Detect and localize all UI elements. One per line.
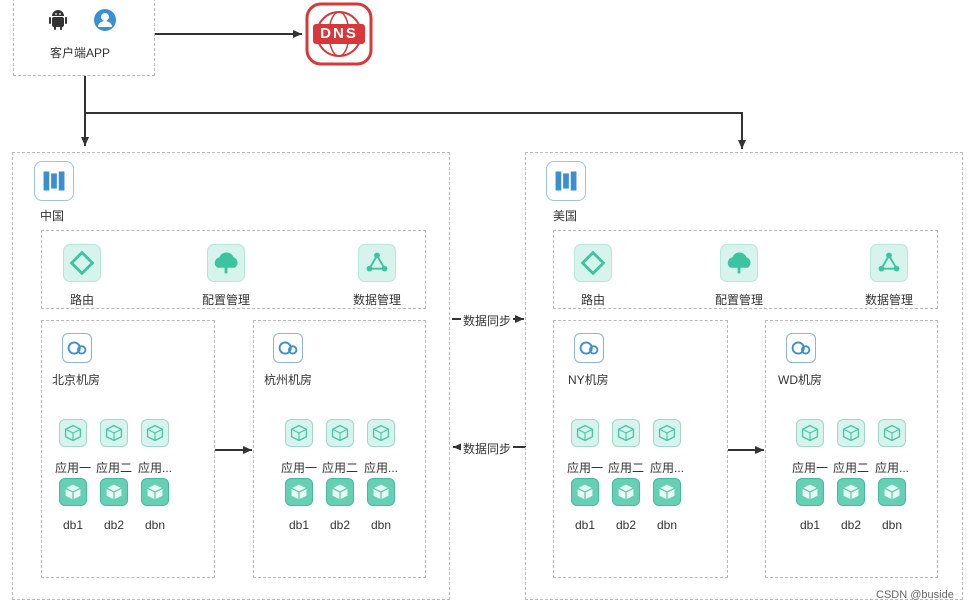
client-to-us-arrow bbox=[85, 112, 746, 149]
dns-icon: DNS bbox=[305, 2, 373, 66]
database-icon bbox=[59, 478, 87, 506]
us-route-label: 路由 bbox=[580, 293, 606, 307]
china-config-icon bbox=[207, 244, 245, 282]
us-config-icon bbox=[720, 244, 758, 282]
china-services-box bbox=[41, 230, 426, 309]
app-label: 应用二 bbox=[832, 461, 870, 475]
app-icon bbox=[612, 419, 640, 447]
app-label: 应用... bbox=[874, 461, 910, 475]
region-china-label: 中国 bbox=[40, 209, 65, 223]
database-icon bbox=[141, 478, 169, 506]
app-icon bbox=[141, 419, 169, 447]
room-wd bbox=[765, 320, 938, 578]
app-icon bbox=[326, 419, 354, 447]
room-ny-icon bbox=[574, 333, 604, 363]
room-beijing-icon bbox=[62, 333, 92, 363]
database-label: db2 bbox=[103, 518, 125, 532]
sync-to-us-label: 数据同步 bbox=[461, 312, 514, 329]
room-ny-label: NY机房 bbox=[568, 373, 609, 387]
app-icon bbox=[837, 419, 865, 447]
china-data-mgmt-label: 数据管理 bbox=[352, 293, 402, 307]
app-label: 应用一 bbox=[791, 461, 829, 475]
database-icon bbox=[653, 478, 681, 506]
app-label: 应用二 bbox=[95, 461, 133, 475]
room-beijing bbox=[41, 320, 215, 578]
china-data-mgmt-icon bbox=[358, 244, 396, 282]
database-label: db1 bbox=[62, 518, 84, 532]
app-label: 应用一 bbox=[54, 461, 92, 475]
region-china bbox=[12, 152, 450, 600]
database-label: db2 bbox=[615, 518, 637, 532]
database-label: db2 bbox=[840, 518, 862, 532]
database-icon bbox=[612, 478, 640, 506]
room-hangzhou-icon bbox=[273, 333, 303, 363]
room-ny bbox=[553, 320, 728, 578]
app-label: 应用... bbox=[649, 461, 685, 475]
database-label: db1 bbox=[574, 518, 596, 532]
app-icon bbox=[653, 419, 681, 447]
database-icon bbox=[571, 478, 599, 506]
app-icon bbox=[285, 419, 313, 447]
app-label: 应用... bbox=[363, 461, 399, 475]
room-hangzhou bbox=[253, 320, 426, 578]
database-label: dbn bbox=[881, 518, 903, 532]
database-icon bbox=[285, 478, 313, 506]
database-icon bbox=[796, 478, 824, 506]
app-label: 应用二 bbox=[607, 461, 645, 475]
room-wd-icon bbox=[786, 333, 816, 363]
region-us bbox=[525, 152, 963, 600]
database-label: db1 bbox=[288, 518, 310, 532]
watermark: CSDN @buside bbox=[876, 589, 954, 601]
database-icon bbox=[100, 478, 128, 506]
region-us-label: 美国 bbox=[553, 209, 578, 223]
region-china-icon bbox=[34, 161, 74, 201]
us-data-mgmt-label: 数据管理 bbox=[864, 293, 914, 307]
app-label: 应用... bbox=[137, 461, 173, 475]
us-data-mgmt-icon bbox=[870, 244, 908, 282]
app-icon bbox=[367, 419, 395, 447]
app-label: 应用一 bbox=[280, 461, 318, 475]
china-route-label: 路由 bbox=[69, 293, 95, 307]
user-icon bbox=[93, 8, 117, 32]
app-icon bbox=[878, 419, 906, 447]
region-us-icon bbox=[546, 161, 586, 201]
database-icon bbox=[326, 478, 354, 506]
app-icon bbox=[796, 419, 824, 447]
database-label: dbn bbox=[144, 518, 166, 532]
dns-label: DNS bbox=[320, 25, 358, 42]
china-route-icon bbox=[63, 244, 101, 282]
room-hangzhou-label: 杭州机房 bbox=[264, 373, 313, 387]
app-icon bbox=[571, 419, 599, 447]
client-app-label: 客户端APP bbox=[50, 46, 111, 60]
app-label: 应用二 bbox=[321, 461, 359, 475]
us-route-icon bbox=[574, 244, 612, 282]
room-beijing-label: 北京机房 bbox=[52, 373, 101, 387]
client-app-box: 客户端APP bbox=[13, 0, 155, 76]
android-icon bbox=[48, 9, 68, 31]
china-config-label: 配置管理 bbox=[201, 293, 251, 307]
sync-to-cn-label: 数据同步 bbox=[461, 440, 514, 457]
database-label: db1 bbox=[799, 518, 821, 532]
database-label: db2 bbox=[329, 518, 351, 532]
app-label: 应用一 bbox=[566, 461, 604, 475]
app-icon bbox=[100, 419, 128, 447]
app-icon bbox=[59, 419, 87, 447]
database-icon bbox=[878, 478, 906, 506]
us-services-box bbox=[553, 230, 938, 309]
database-label: dbn bbox=[370, 518, 392, 532]
database-label: dbn bbox=[656, 518, 678, 532]
us-config-label: 配置管理 bbox=[714, 293, 764, 307]
room-wd-label: WD机房 bbox=[778, 373, 822, 387]
database-icon bbox=[367, 478, 395, 506]
database-icon bbox=[837, 478, 865, 506]
